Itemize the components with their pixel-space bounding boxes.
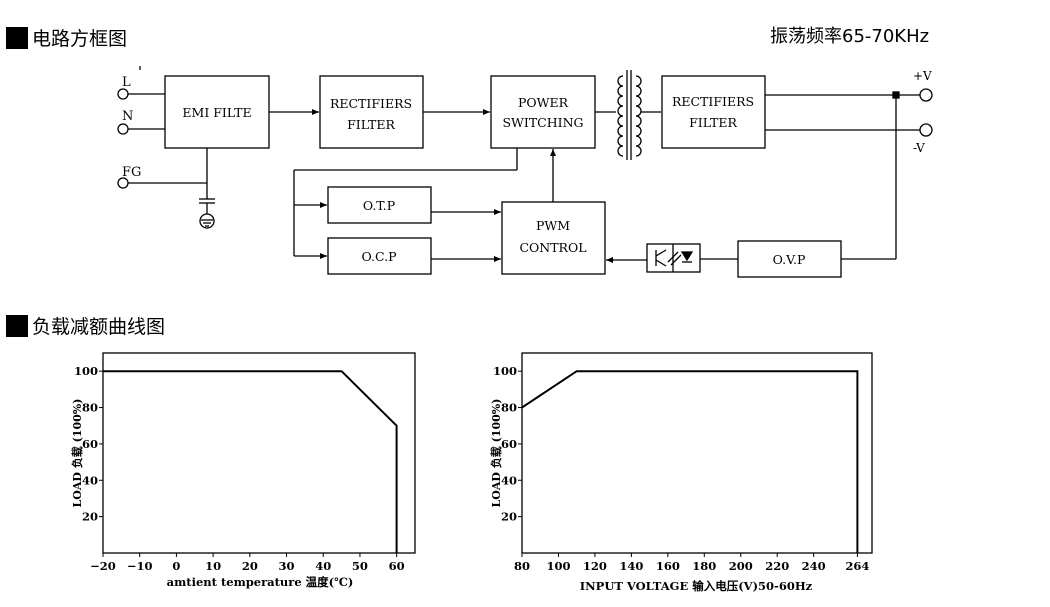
rect-in-label-1: RECTIFIERS: [330, 96, 412, 111]
block-diagram: L N FG +V -V EMI FILTE RECTIFIERS FILTER…: [117, 66, 933, 278]
terminal-fg-label: FG: [122, 165, 141, 180]
rect-in-label-2: FILTER: [347, 117, 395, 132]
y-tick-label: 20: [501, 510, 517, 524]
derating-title: 负载减额曲线图: [32, 316, 166, 338]
x-tick-label: 160: [656, 559, 680, 573]
x-tick-label: 0: [172, 559, 180, 573]
terminal-pos-label: +V: [913, 69, 932, 83]
chart-frame: [102, 352, 416, 554]
x-tick-label: −10: [127, 559, 153, 573]
y-tick-label: 100: [74, 364, 98, 378]
power-sw-label-1: POWER: [518, 95, 569, 110]
x-axis-label: INPUT VOLTAGE 输入电压(V)50-60Hz: [580, 579, 813, 593]
otp-label: O.T.P: [363, 198, 395, 213]
x-tick-label: 80: [514, 559, 530, 573]
x-tick-label: 220: [765, 559, 789, 573]
derating-header: 负载减额曲线图: [6, 312, 165, 339]
x-tick-label: 100: [546, 559, 570, 573]
x-tick-label: 40: [315, 559, 331, 573]
terminal-l: [117, 88, 129, 100]
x-tick-label: 240: [802, 559, 826, 573]
derating-curve: [521, 370, 859, 553]
terminal-n-label: N: [122, 109, 133, 124]
otp-block: [327, 186, 432, 224]
pwm-label-2: CONTROL: [519, 240, 586, 255]
terminal-n: [117, 123, 129, 135]
y-tick-label: 80: [501, 401, 517, 415]
y-tick-label: 80: [82, 401, 98, 415]
power-sw-label-2: SWITCHING: [502, 115, 583, 130]
x-tick-label: 60: [389, 559, 405, 573]
x-tick-label: 30: [279, 559, 295, 573]
block-diagram-title: 电路方框图: [32, 28, 128, 50]
terminal-pos-out: [919, 88, 933, 102]
y-axis-label: LOAD 负载 (100%): [70, 399, 84, 508]
rect-out-label-2: FILTER: [689, 115, 737, 130]
rect-out-label-1: RECTIFIERS: [672, 94, 754, 109]
ocp-block: [327, 237, 432, 275]
y-tick-label: 60: [501, 437, 517, 451]
ocp-label: O.C.P: [362, 249, 397, 264]
ovp-label: O.V.P: [773, 252, 806, 267]
y-axis-label: LOAD 负载 (100%): [489, 399, 503, 508]
input-rectifier-block: [319, 75, 424, 149]
x-axis-label: amtient temperature 温度(℃): [167, 575, 354, 589]
emi-label: EMI FILTE: [182, 105, 251, 120]
derating-curve: [103, 370, 398, 553]
transformer-icon: [595, 70, 661, 160]
optocoupler-icon: [646, 243, 701, 273]
x-tick-label: 200: [729, 559, 753, 573]
x-tick-label: 120: [583, 559, 607, 573]
x-tick-label: 180: [692, 559, 716, 573]
oscillation-frequency: 振荡频率65-70KHz: [770, 26, 930, 47]
section-square-icon: [6, 314, 28, 337]
pwm-label-1: PWM: [536, 218, 570, 233]
x-tick-label: −20: [90, 559, 116, 573]
y-tick-label: 100: [493, 364, 517, 378]
x-tick-label: 10: [205, 559, 221, 573]
terminal-neg-label: -V: [913, 141, 925, 155]
x-tick-label: 50: [352, 559, 368, 573]
pwm-control-block: [501, 201, 606, 275]
y-tick-label: 40: [82, 473, 98, 487]
y-tick-label: 40: [501, 473, 517, 487]
block-diagram-header: 电路方框图: [6, 24, 127, 51]
x-tick-label: 264: [845, 559, 869, 573]
x-tick-label: 20: [242, 559, 258, 573]
output-rectifier-block: [661, 75, 766, 149]
y-tick-label: 60: [82, 437, 98, 451]
chart-frame: [521, 352, 873, 554]
terminal-l-label: L: [122, 75, 131, 90]
section-square-icon: [6, 26, 28, 49]
power-switching-block: [490, 75, 596, 149]
x-tick-label: 140: [619, 559, 643, 573]
y-tick-label: 20: [82, 510, 98, 524]
terminal-neg-out: [919, 123, 933, 137]
